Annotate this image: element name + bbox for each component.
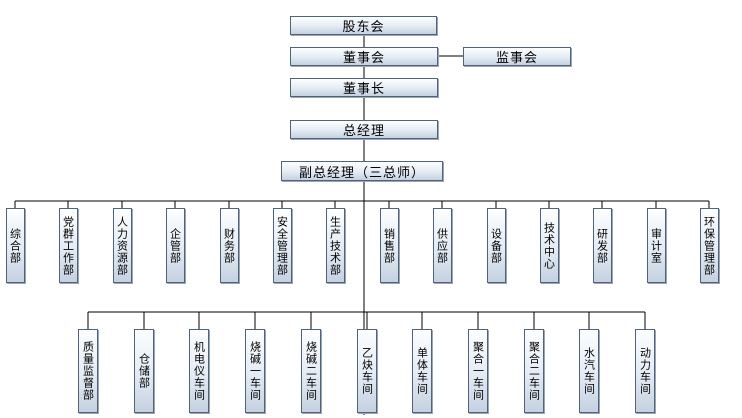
department-label: 技术中心 [542,221,556,270]
workshop-box: 动力车间 [635,329,655,413]
department-box: 生产技术部 [325,208,345,283]
department-label: 审计室 [649,227,663,264]
department-label: 综合部 [8,227,22,264]
department-label: 安全管理部 [275,215,289,276]
shareholders-label: 股东会 [342,20,385,35]
department-box: 审计室 [646,208,666,283]
department-box: 环保管理部 [699,208,719,283]
board-box: 董事会 [290,47,438,66]
department-label: 人力资源部 [115,215,129,276]
workshop-box: 仓储部 [134,329,154,413]
workshop-label: 乙炔车间 [360,347,374,395]
workshop-box: 聚合一车间 [468,329,488,413]
department-box: 企管部 [165,208,185,283]
general-manager-box: 总经理 [290,120,438,139]
department-label: 生产技术部 [328,215,342,276]
supervisors-label: 监事会 [495,51,538,66]
workshop-box: 单体车间 [412,329,432,413]
workshop-box: 烧碱一车间 [245,329,265,413]
department-box: 供应部 [432,208,452,283]
workshop-box: 质量监督部 [78,329,98,413]
supervisors-box: 监事会 [463,47,571,66]
workshop-label: 水汽车间 [582,347,596,395]
department-box: 党群工作部 [58,208,78,283]
department-label: 环保管理部 [702,215,716,276]
workshop-box: 聚合二车间 [524,329,544,413]
workshop-label: 烧碱一车间 [248,341,262,401]
department-label: 研发部 [595,227,609,264]
deputy-gm-label: 副总经理（三总师） [298,165,425,181]
workshop-label: 仓储部 [137,353,151,389]
department-box: 销售部 [379,208,399,283]
workshop-label: 单体车间 [415,347,429,395]
workshop-box: 乙炔车间 [357,329,377,413]
department-box: 人力资源部 [112,208,132,283]
department-box: 财务部 [219,208,239,283]
department-label: 企管部 [168,227,182,264]
department-box: 综合部 [5,208,25,283]
department-label: 供应部 [435,227,449,264]
chairman-box: 董事长 [290,78,438,97]
workshop-label: 烧碱二车间 [304,341,318,401]
workshop-box: 烧碱二车间 [301,329,321,413]
workshop-box: 水汽车间 [579,329,599,413]
department-label: 销售部 [382,227,396,264]
workshop-box: 机电仪车间 [189,329,209,413]
workshop-label: 机电仪车间 [192,341,206,401]
department-label: 财务部 [222,227,236,264]
workshop-label: 聚合一车间 [471,341,485,401]
workshop-label: 质量监督部 [81,341,95,401]
board-label: 董事会 [342,51,385,66]
department-box: 设备部 [486,208,506,283]
general-manager-label: 总经理 [342,124,385,139]
workshop-label: 聚合二车间 [527,341,541,401]
deputy-gm-box: 副总经理（三总师） [281,161,443,181]
department-box: 安全管理部 [272,208,292,283]
department-label: 设备部 [489,227,503,264]
shareholders-box: 股东会 [290,16,437,35]
department-box: 技术中心 [539,208,559,283]
workshop-label: 动力车间 [638,347,652,395]
department-label: 党群工作部 [61,215,75,276]
department-box: 研发部 [592,208,612,283]
chairman-label: 董事长 [342,82,385,97]
